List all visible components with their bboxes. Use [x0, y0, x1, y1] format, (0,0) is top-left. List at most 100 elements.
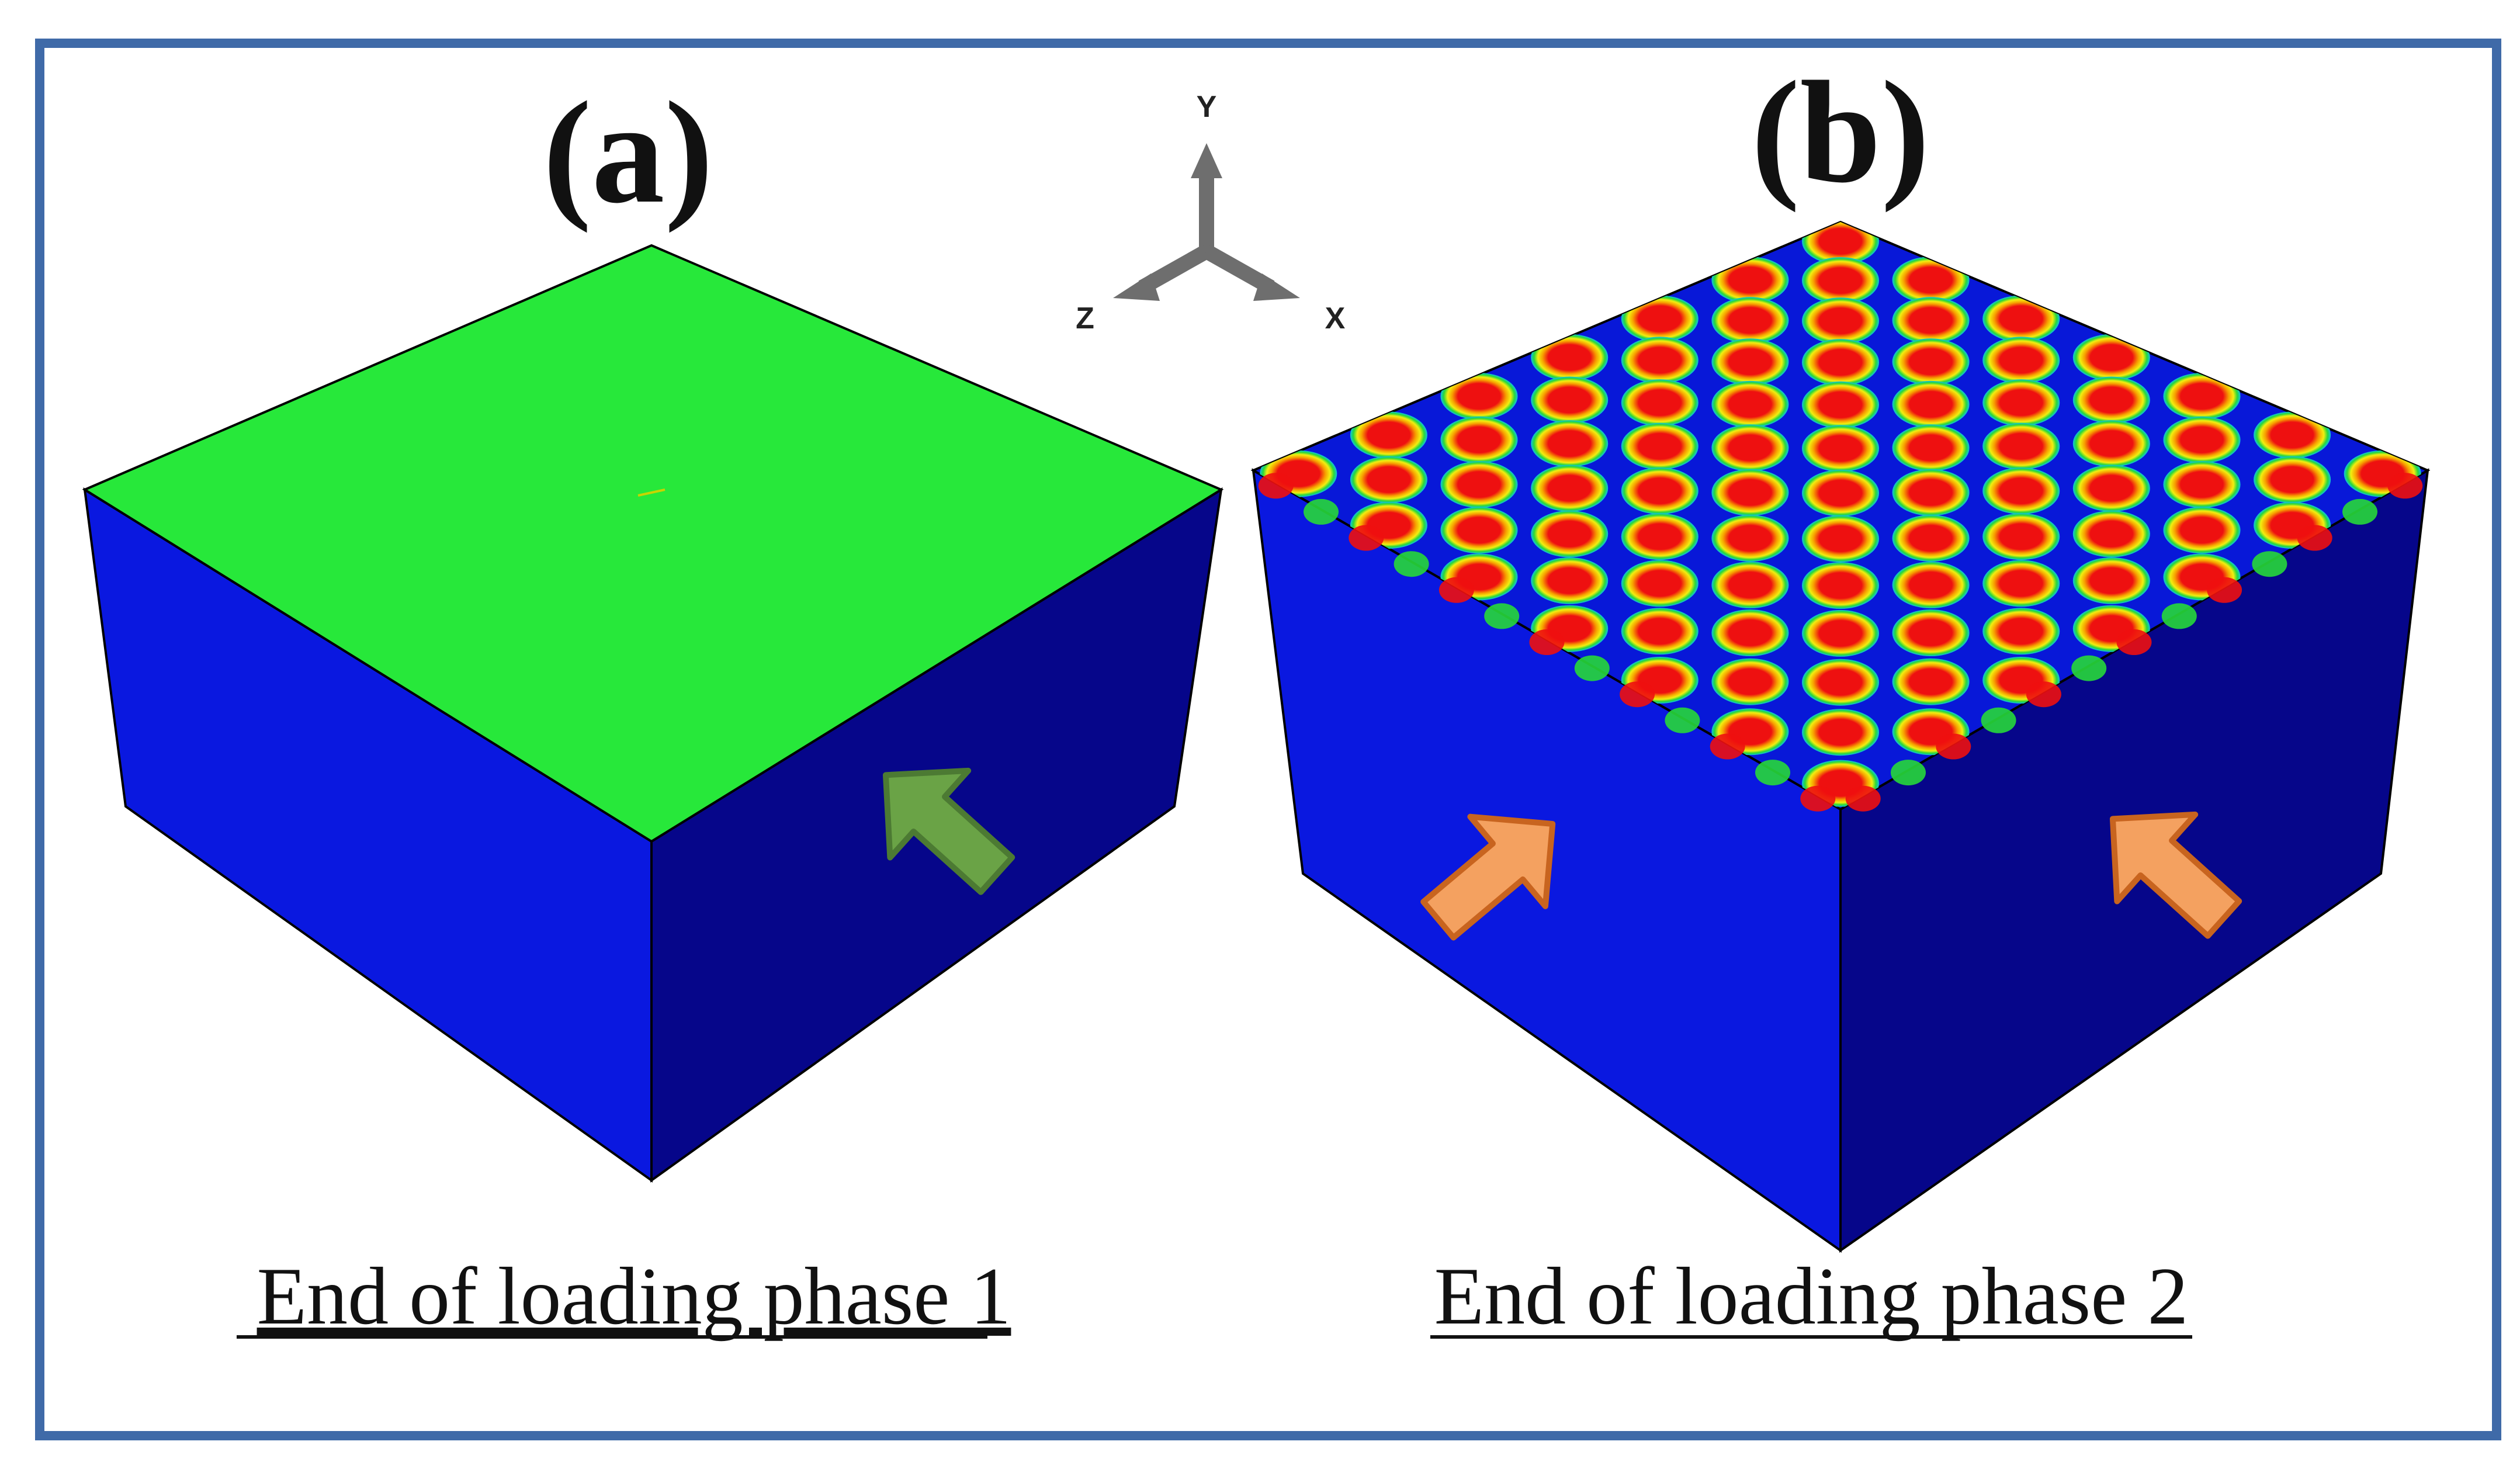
wrinkle-peak	[1892, 297, 1970, 344]
wrinkle-peak	[1892, 562, 1970, 609]
edge-bump	[1484, 603, 1520, 629]
wrinkle-peak	[1802, 469, 1879, 517]
edge-bump	[2207, 577, 2242, 603]
wrinkle-peak	[1531, 557, 1609, 604]
wrinkle-peak	[1982, 295, 2060, 342]
edge-bump	[1394, 551, 1429, 577]
wrinkle-peak	[1350, 456, 1427, 503]
wrinkle-peak	[2163, 507, 2241, 554]
panel-a-label: (a)	[543, 72, 713, 234]
panel-b-label: (b)	[1751, 51, 1930, 213]
wrinkle-peak	[1711, 297, 1789, 344]
wrinkle-peak	[1621, 337, 1699, 384]
wrinkle-peak	[1440, 507, 1518, 554]
wrinkle-peak	[1440, 373, 1518, 420]
wrinkle-peak	[1621, 608, 1699, 655]
edge-bump	[1574, 655, 1610, 681]
axis-y-label: Y	[1197, 90, 1217, 124]
wrinkle-peak	[1892, 515, 1970, 562]
arrow-icon	[2109, 811, 2242, 939]
wrinkle-peak	[1621, 295, 1699, 342]
wrinkle-peak	[1802, 257, 1879, 304]
wrinkle-peak	[1621, 560, 1699, 607]
wrinkle-peak	[1802, 297, 1879, 345]
wrinkle-peak	[1892, 609, 1970, 656]
wrinkle-peak	[1711, 424, 1789, 472]
wrinkle-peak	[2072, 334, 2150, 381]
edge-bump	[2252, 551, 2287, 577]
wrinkle-peak	[1802, 709, 1879, 756]
wrinkle-peak	[1802, 381, 1879, 428]
edge-bump	[1438, 577, 1474, 603]
wrinkle-peak	[2072, 465, 2150, 512]
wrinkle-peak	[1982, 513, 2060, 560]
wrinkle-peak	[1892, 338, 1970, 386]
wrinkle-peak	[1982, 379, 2060, 427]
wrinkle-peak	[1711, 380, 1789, 428]
edge-bump	[2161, 603, 2197, 629]
edge-bump	[1258, 473, 1294, 499]
wrinkle-peak	[1802, 339, 1879, 386]
wrinkle-peak	[1350, 411, 1427, 459]
wrinkle-peak	[1711, 338, 1789, 386]
wrinkle-peak	[1440, 461, 1518, 508]
edge-bump	[2071, 655, 2107, 681]
wrinkle-peak	[1802, 562, 1879, 609]
wrinkle-peak	[1982, 422, 2060, 470]
wrinkle-peak	[1621, 513, 1699, 560]
wrinkle-peak	[2163, 416, 2241, 463]
arrow-icon	[882, 767, 1015, 895]
panel-b-caption: End of loading phase 2	[1434, 1251, 2189, 1342]
wrinkle-peak	[1440, 416, 1518, 463]
axis-z-label: Z	[1076, 302, 1094, 335]
wrinkle-peak	[2072, 376, 2150, 424]
wrinkle-peak	[2163, 373, 2241, 420]
edge-bump	[1845, 785, 1881, 812]
panel-a-caption: End of loading phase 1	[257, 1251, 1011, 1342]
panel-a: (a) End of loading phase 1	[82, 72, 1224, 1342]
edge-bump	[2026, 681, 2061, 708]
edge-bump	[1665, 707, 1700, 733]
wrinkle-peak	[1802, 609, 1879, 657]
edge-bump	[1304, 498, 1339, 525]
wrinkle-peak	[2072, 557, 2150, 604]
wrinkle-peak	[1802, 515, 1879, 562]
wrinkle-peak	[1982, 467, 2060, 515]
wrinkle-peak	[1621, 422, 1699, 470]
edge-bump	[1891, 760, 1926, 786]
edge-bump	[1620, 681, 1655, 708]
wrinkle-peak	[1982, 560, 2060, 607]
wrinkle-peak	[1531, 420, 1609, 467]
edge-bump	[1529, 629, 1565, 655]
wrinkle-peak	[2072, 510, 2150, 557]
edge-bump	[1349, 525, 1384, 551]
wrinkle-peak	[2254, 411, 2331, 459]
arrow-icon	[1420, 813, 1556, 941]
wrinkle-peak	[1982, 608, 2060, 655]
block-a-top-face	[82, 244, 1224, 843]
wrinkle-peak	[1531, 334, 1609, 381]
edge-bump	[1800, 785, 1836, 812]
wrinkle-peak	[2254, 456, 2331, 503]
wrinkle-peak	[1892, 424, 1970, 472]
wrinkle-edge-bumps	[1258, 473, 2423, 812]
wrinkle-peak	[1802, 425, 1879, 472]
edge-bump	[2116, 629, 2152, 655]
wrinkle-peak	[1621, 467, 1699, 515]
axis-x-label: X	[1325, 302, 1346, 335]
wrinkle-peak	[1802, 659, 1879, 706]
wrinkle-peak	[1711, 515, 1789, 562]
wrinkle-peak	[1711, 469, 1789, 516]
wrinkle-peak	[1892, 658, 1970, 705]
edge-bump	[1755, 760, 1790, 786]
edge-bump	[1710, 733, 1745, 760]
wrinkle-peak	[1892, 380, 1970, 428]
edge-bump	[2342, 498, 2377, 525]
edge-bump	[2297, 525, 2332, 551]
wrinkle-peak	[2072, 420, 2150, 467]
wrinkle-peak	[1531, 376, 1609, 424]
coordinate-triad-icon: Y Z X	[1076, 90, 1346, 335]
wrinkle-peak	[1711, 609, 1789, 656]
wrinkle-peak	[2163, 461, 2241, 508]
